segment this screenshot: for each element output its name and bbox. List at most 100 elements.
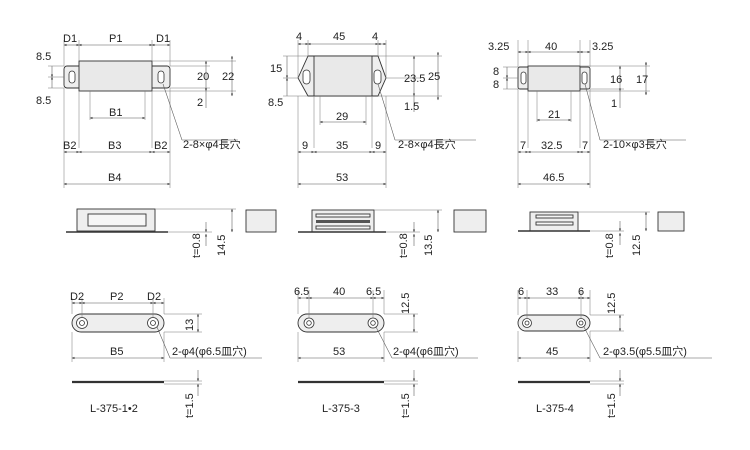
dim-width-6-5-right: 6.5 — [366, 286, 381, 298]
dim-width-45: 45 — [546, 346, 558, 358]
dim-p2: P2 — [110, 291, 123, 303]
note-holes: 2-φ3.5(φ5.5皿穴) — [603, 344, 687, 358]
dim-width-40: 40 — [545, 41, 557, 53]
strike-plate-side — [657, 211, 685, 232]
dim-width-32-5: 32.5 — [541, 140, 562, 152]
strike-plate-side — [245, 209, 277, 233]
strike-plate-top — [517, 314, 591, 332]
dim-width-7-left: 7 — [520, 140, 526, 152]
dim-height-13-5: 13.5 — [423, 235, 435, 256]
dim-width-40: 40 — [333, 286, 345, 298]
dim-width-45: 45 — [333, 31, 345, 43]
catch-magnet-body — [313, 55, 373, 97]
model-label-l375-12: L-375-1•2 — [90, 403, 138, 415]
dim-height-1-5: 1.5 — [404, 101, 419, 113]
dim-width-6-right: 6 — [578, 286, 584, 298]
catch-top-view-l375-4: 3.25 40 3.25 8 8 16 17 1 21 7 32.5 7 46.… — [488, 40, 686, 188]
dim-height-22: 22 — [222, 71, 234, 83]
dim-width-3-25-right: 3.25 — [592, 41, 613, 53]
mounting-slot-left — [520, 71, 527, 85]
dim-height-13: 13 — [184, 319, 196, 331]
dim-width-9-right: 9 — [375, 140, 381, 152]
dim-width-53: 53 — [333, 346, 345, 358]
dim-height-12-5: 12.5 — [631, 235, 643, 256]
dim-height-23-5: 23.5 — [404, 73, 425, 85]
dim-width-9-left: 9 — [302, 140, 308, 152]
dim-thickness-0-8: t=0.8 — [191, 233, 203, 258]
note-holes: 2-φ4(φ6皿穴) — [393, 344, 459, 358]
dim-15: 15 — [270, 63, 282, 75]
dim-height-17: 17 — [636, 74, 648, 86]
dim-8-top: 8 — [493, 66, 499, 78]
dim-width-46-5: 46.5 — [543, 172, 564, 184]
dim-height-25: 25 — [428, 71, 440, 83]
catch-side-view-l375-3: t=0.8 13.5 — [298, 209, 487, 258]
dim-p1: P1 — [109, 33, 122, 45]
mounting-slot-left — [68, 70, 76, 84]
catch-side-view-l375-12: t=0.8 14.5 — [66, 208, 277, 258]
dim-width-7-right: 7 — [582, 140, 588, 152]
mounting-slot-right — [157, 70, 165, 84]
magnet-stripe-3 — [315, 225, 371, 230]
magnet-stripe-1 — [535, 214, 574, 219]
dim-d2-left: D2 — [70, 291, 84, 303]
dim-width-4-right: 4 — [372, 31, 378, 43]
dim-d2-right: D2 — [147, 291, 161, 303]
dim-8-5: 8.5 — [268, 97, 283, 109]
dim-thickness-1-5: t=1.5 — [400, 393, 412, 418]
dim-height-14-5: 14.5 — [216, 235, 228, 256]
dim-8-bottom: 8 — [493, 79, 499, 91]
dim-width-35: 35 — [336, 140, 348, 152]
strike-plate-side — [453, 209, 487, 233]
dim-b5: B5 — [110, 346, 123, 358]
magnet-stripe-2 — [316, 220, 370, 223]
dim-thickness-1-5: t=1.5 — [606, 393, 618, 418]
dim-8-5-top: 8.5 — [36, 51, 51, 63]
dim-b2-left: B2 — [63, 140, 76, 152]
catch-magnet-body — [527, 65, 581, 92]
dim-b2-right: B2 — [154, 140, 167, 152]
dim-height-12-5: 12.5 — [606, 293, 618, 314]
catch-magnet-body — [78, 60, 153, 92]
dim-height-20: 20 — [197, 71, 209, 83]
dim-thickness-1-5: t=1.5 — [184, 393, 196, 418]
strike-plate-l375-4: 6 33 6 12.5 45 2-φ3.5(φ5.5皿穴) t=1.5 L-37… — [517, 286, 712, 418]
dim-width-33: 33 — [546, 286, 558, 298]
dim-b4: B4 — [108, 172, 121, 184]
note-slots: 2-8×φ4長穴 — [398, 137, 456, 151]
strike-plate-l375-12: D2 P2 D2 13 B5 2-φ4(φ6.5皿穴) t=1.5 L-375-… — [70, 291, 262, 418]
dim-height-1: 1 — [611, 98, 617, 110]
model-label-l375-3: L-375-3 — [322, 403, 360, 415]
dim-width-53: 53 — [336, 172, 348, 184]
model-label-l375-4: L-375-4 — [536, 403, 574, 415]
mounting-slot-left — [302, 69, 311, 85]
dim-width-3-25-left: 3.25 — [488, 41, 509, 53]
dim-thickness-0-8: t=0.8 — [398, 233, 410, 258]
note-slots: 2-8×φ4長穴 — [183, 137, 241, 151]
dim-width-21: 21 — [548, 109, 560, 121]
dim-d1-left: D1 — [63, 33, 77, 45]
mounting-slot-right — [373, 69, 382, 85]
dim-height-12-5: 12.5 — [400, 293, 412, 314]
dim-height-16: 16 — [610, 74, 622, 86]
dim-thickness-0-8: t=0.8 — [604, 233, 616, 258]
catch-top-view-l375-12: D1 P1 D1 8.5 8.5 20 22 2 B1 B2 B3 B2 B4 … — [36, 33, 241, 188]
magnet-slot-face — [87, 213, 147, 227]
dim-b3: B3 — [108, 140, 121, 152]
catch-top-view-l375-3: 4 45 4 15 8.5 23.5 25 1.5 29 9 35 9 53 2… — [268, 31, 476, 188]
dim-width-29: 29 — [336, 111, 348, 123]
mounting-slot-right — [581, 71, 588, 85]
dim-height-2: 2 — [197, 97, 203, 109]
magnet-stripe-1 — [315, 213, 371, 218]
strike-plate-top — [71, 313, 165, 333]
dim-width-6-5-left: 6.5 — [294, 286, 309, 298]
dim-b1: B1 — [109, 107, 122, 119]
dim-width-4-left: 4 — [296, 31, 302, 43]
strike-plate-top — [297, 313, 385, 333]
catch-side-view-l375-4: t=0.8 12.5 — [518, 211, 685, 258]
dim-width-6-left: 6 — [518, 286, 524, 298]
strike-plate-l375-3: 6.5 40 6.5 12.5 53 2-φ4(φ6皿穴) t=1.5 L-37… — [294, 286, 478, 418]
dim-8-5-bottom: 8.5 — [36, 95, 51, 107]
dim-d1-right: D1 — [156, 33, 170, 45]
